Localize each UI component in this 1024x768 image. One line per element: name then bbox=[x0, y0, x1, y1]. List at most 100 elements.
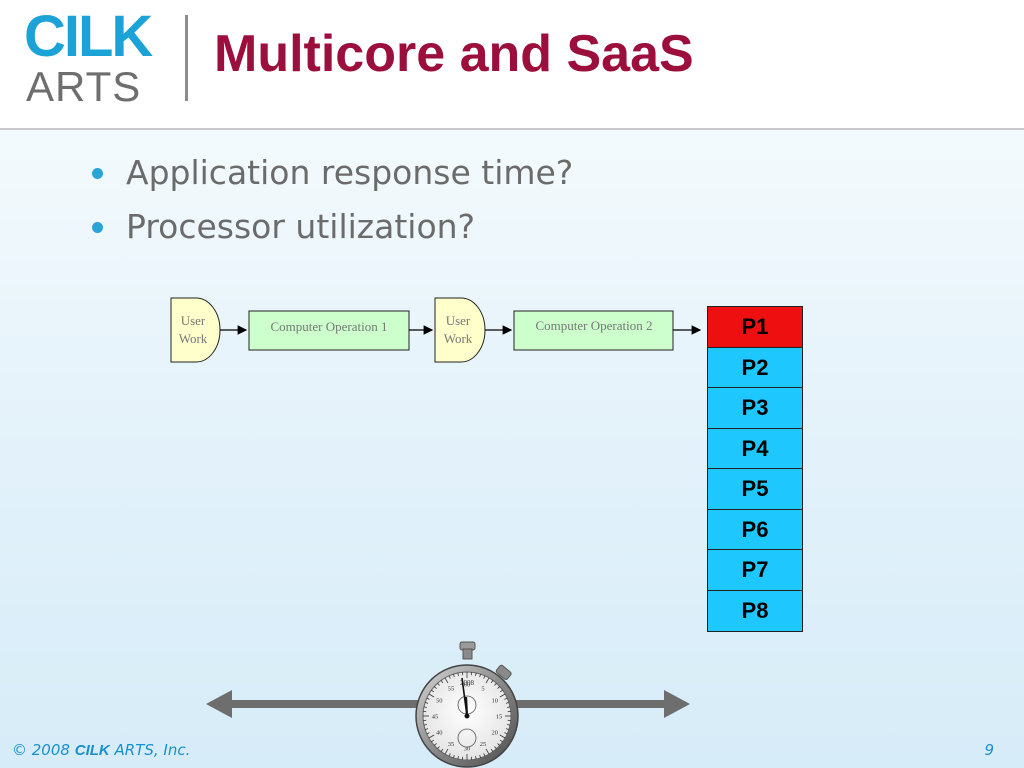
cilk-arts-logo: CILK ARTS bbox=[24, 8, 174, 108]
copyright-prefix: © 2008 bbox=[12, 741, 70, 759]
computer-operation-1-label: Computer Operation 1 bbox=[271, 319, 388, 334]
processor-stack: P1 P2 P3 P4 P5 P6 P7 P8 bbox=[707, 306, 803, 632]
stopwatch-tick bbox=[485, 748, 490, 755]
bullet-text: Processor utilization? bbox=[126, 207, 476, 246]
stopwatch-dial-number: 45 bbox=[432, 713, 439, 720]
bullet-item: Processor utilization? bbox=[88, 200, 573, 254]
stopwatch-tick bbox=[444, 677, 449, 684]
footer-copyright: © 2008 CILK ARTS, Inc. bbox=[12, 741, 190, 759]
stopwatch-tick bbox=[423, 724, 427, 726]
stopwatch-tick bbox=[457, 672, 459, 676]
stopwatch-tick bbox=[494, 746, 497, 749]
processor-p7: P7 bbox=[707, 549, 803, 591]
bullet-dot-icon bbox=[92, 168, 103, 179]
computer-operation-1-node: Computer Operation 1 bbox=[248, 310, 410, 351]
bullet-list: Application response time? Processor uti… bbox=[88, 146, 573, 254]
stopwatch-tick bbox=[453, 674, 455, 678]
computer-operation-2-node: Computer Operation 2 bbox=[513, 310, 674, 351]
user-work-node-1: User Work bbox=[170, 297, 221, 363]
stopwatch-dial-number: 60 bbox=[464, 681, 471, 688]
stopwatch-dial-number: 10 bbox=[491, 697, 498, 704]
stopwatch-tick bbox=[505, 728, 509, 730]
stopwatch-tick bbox=[453, 754, 455, 758]
bullet-item: Application response time? bbox=[88, 146, 573, 200]
computer-operation-2-label: Computer Operation 2 bbox=[536, 318, 653, 333]
logo-arts-text: ARTS bbox=[26, 63, 142, 110]
stopwatch-tick bbox=[428, 734, 435, 739]
stopwatch-tick bbox=[479, 674, 481, 678]
stopwatch-dial-number: 30 bbox=[464, 745, 471, 752]
stopwatch-tick bbox=[475, 756, 477, 760]
copyright-company-rest: ARTS, Inc. bbox=[114, 741, 191, 759]
logo-divider bbox=[185, 15, 188, 101]
stopwatch-dial-number: 40 bbox=[436, 729, 443, 736]
slide-header: CILK ARTS Multicore and SaaS bbox=[0, 0, 1024, 130]
stopwatch-tick bbox=[494, 683, 497, 686]
stopwatch-tick bbox=[504, 697, 508, 700]
stopwatch-dial-number: 50 bbox=[436, 697, 443, 704]
stopwatch-icon: 5 10 15 20 25 30 35 40 45 50 55 60 2008 bbox=[415, 641, 519, 768]
slide-title: Multicore and SaaS bbox=[214, 25, 694, 83]
stopwatch-tick bbox=[507, 724, 511, 726]
stopwatch-tick bbox=[499, 739, 503, 743]
stopwatch-tick bbox=[434, 686, 437, 689]
stopwatch-tick bbox=[437, 746, 440, 749]
stopwatch-tick bbox=[499, 734, 506, 739]
stopwatch-tick bbox=[440, 748, 444, 752]
stopwatch-dial-number: 20 bbox=[491, 729, 498, 736]
stopwatch-tick bbox=[437, 683, 440, 686]
stopwatch-tick bbox=[483, 675, 486, 679]
stopwatch-tick bbox=[507, 706, 511, 708]
stopwatch-tick bbox=[499, 693, 506, 698]
user-work-node-2: User Work bbox=[434, 297, 486, 363]
stopwatch-dial-number: 55 bbox=[448, 686, 455, 693]
stopwatch-tick bbox=[428, 693, 435, 698]
stopwatch-tick bbox=[431, 739, 435, 743]
stopwatch-tick bbox=[457, 756, 459, 760]
user-work-2-line2: Work bbox=[444, 331, 473, 346]
stopwatch-tick bbox=[497, 743, 500, 746]
stopwatch-tick bbox=[440, 680, 444, 684]
stopwatch-tick bbox=[448, 753, 451, 757]
processor-p8: P8 bbox=[707, 589, 803, 632]
stopwatch-tick bbox=[479, 754, 481, 758]
processor-p5: P5 bbox=[707, 468, 803, 510]
bullet-dot-icon bbox=[92, 222, 103, 233]
stopwatch-tick bbox=[485, 677, 490, 684]
stopwatch-tick bbox=[426, 732, 430, 735]
stopwatch-tick bbox=[431, 689, 435, 693]
stopwatch-dial-number: 15 bbox=[496, 713, 503, 720]
processor-p4: P4 bbox=[707, 427, 803, 470]
stopwatch-tick bbox=[505, 702, 509, 704]
stopwatch-tick bbox=[425, 702, 429, 704]
processor-p1: P1 bbox=[707, 306, 803, 348]
stopwatch-tick bbox=[475, 672, 477, 676]
bullet-text: Application response time? bbox=[126, 153, 574, 192]
stopwatch-dial-number: 5 bbox=[481, 686, 484, 693]
stopwatch-tick bbox=[423, 706, 427, 708]
user-work-1-line1: User bbox=[181, 313, 206, 328]
stopwatch-tick bbox=[426, 697, 430, 700]
stopwatch-tick bbox=[448, 675, 451, 679]
stopwatch-tick bbox=[497, 686, 500, 689]
processor-p2: P2 bbox=[707, 346, 803, 389]
stopwatch-tick bbox=[444, 748, 449, 755]
stopwatch-tick bbox=[490, 680, 494, 684]
processor-p3: P3 bbox=[707, 387, 803, 429]
user-work-1-line2: Work bbox=[179, 331, 208, 346]
stopwatch-tick bbox=[483, 753, 486, 757]
stopwatch-dial-number: 25 bbox=[480, 741, 487, 748]
stopwatch-tick bbox=[490, 748, 494, 752]
page-number: 9 bbox=[984, 741, 994, 759]
copyright-company-bold: CILK bbox=[74, 742, 110, 759]
processor-p6: P6 bbox=[707, 508, 803, 551]
stopwatch-dial-number: 35 bbox=[448, 741, 455, 748]
stopwatch-brand: 2008 bbox=[460, 679, 475, 687]
user-work-2-line1: User bbox=[446, 313, 471, 328]
stopwatch-tick bbox=[434, 743, 437, 746]
logo-cilk-text: CILK bbox=[24, 4, 153, 69]
stopwatch-tick bbox=[504, 732, 508, 735]
stopwatch-tick bbox=[425, 728, 429, 730]
stopwatch-tick bbox=[499, 689, 503, 693]
